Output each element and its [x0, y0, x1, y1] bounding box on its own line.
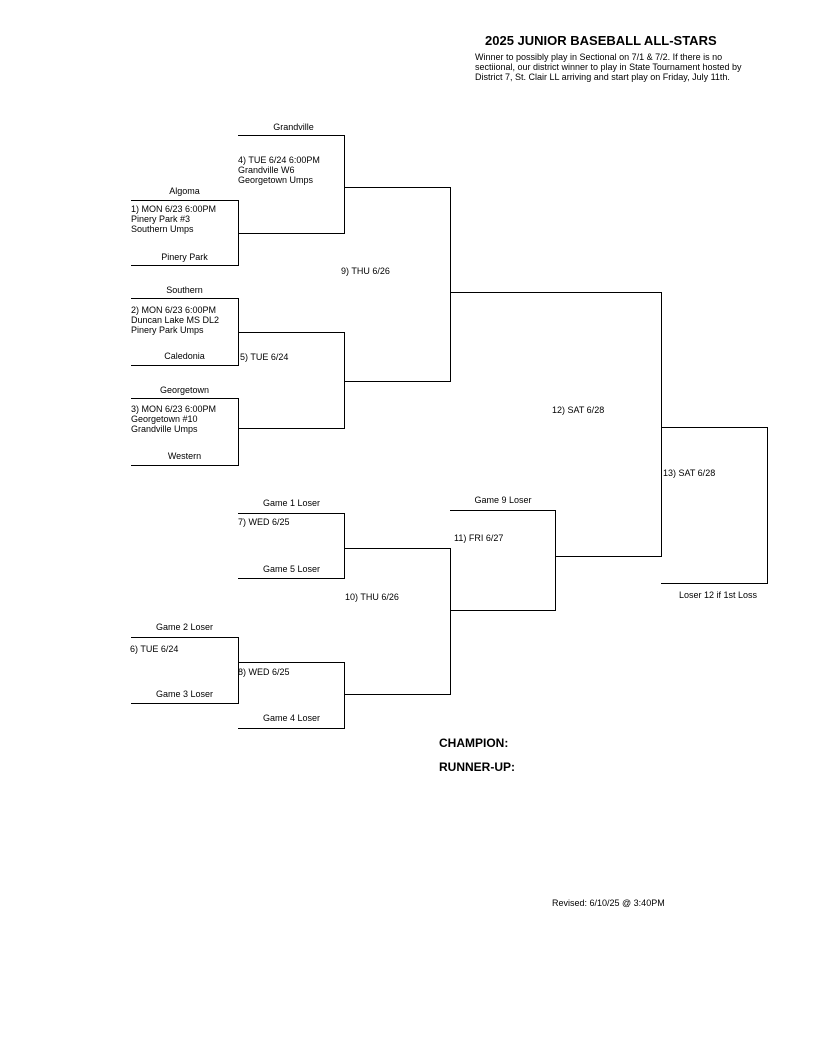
tournament-note: Winner to possibly play in Sectional on …	[475, 52, 742, 82]
game-10-label: 10) THU 6/26	[345, 592, 399, 602]
slot-game-9-loser: Game 9 Loser	[474, 495, 532, 505]
game-4-umps: Georgetown Umps	[238, 175, 314, 185]
bracket-line	[661, 427, 768, 428]
bracket-line	[661, 292, 662, 557]
revised-timestamp: Revised: 6/10/25 @ 3:40PM	[552, 898, 665, 908]
game-5-label: 5) TUE 6/24	[240, 352, 289, 362]
page-title: 2025 JUNIOR BASEBALL ALL-STARS	[485, 33, 717, 48]
game-13-label: 13) SAT 6/28	[663, 468, 716, 478]
game-2-field: Duncan Lake MS DL2	[131, 315, 220, 325]
slot-game-5-loser: Game 5 Loser	[262, 564, 321, 574]
bracket-line	[131, 465, 238, 466]
bracket-line	[661, 583, 768, 584]
game-1-time: 1) MON 6/23 6:00PM	[131, 204, 217, 214]
bracket-line	[344, 662, 345, 729]
bracket-line	[238, 428, 345, 429]
bracket-line	[344, 187, 450, 188]
game-1-details: 1) MON 6/23 6:00PM Pinery Park #3 Southe…	[131, 204, 216, 234]
bracket-line	[131, 398, 238, 399]
bracket-line	[555, 510, 556, 611]
team-grandville: Grandville	[273, 122, 314, 132]
bracket-line	[450, 510, 556, 511]
team-georgetown: Georgetown	[159, 385, 210, 395]
team-western: Western	[167, 451, 202, 461]
bracket-line	[238, 135, 345, 136]
bracket-line	[344, 513, 345, 579]
game-9-label: 9) THU 6/26	[341, 266, 390, 276]
game-2-umps: Pinery Park Umps	[131, 325, 204, 335]
bracket-line	[344, 332, 345, 429]
game-3-umps: Grandville Umps	[131, 424, 198, 434]
bracket-line	[344, 381, 450, 382]
bracket-line	[131, 265, 238, 266]
bracket-line	[131, 298, 238, 299]
game-6-label: 6) TUE 6/24	[130, 644, 179, 654]
bracket-line	[238, 662, 345, 663]
game-11-label: 11) FRI 6/27	[454, 533, 504, 543]
game-4-field: Grandville W6	[238, 165, 295, 175]
bracket-line	[131, 703, 238, 704]
team-caledonia: Caledonia	[164, 351, 205, 361]
bracket-line	[238, 728, 345, 729]
slot-game-2-loser: Game 2 Loser	[155, 622, 214, 632]
team-pinery-park: Pinery Park	[161, 252, 208, 262]
bracket-line	[238, 637, 239, 704]
bracket-line	[238, 513, 345, 514]
game-2-time: 2) MON 6/23 6:00PM	[131, 305, 217, 315]
game-4-time: 4) TUE 6/24 6:00PM	[238, 155, 320, 165]
bracket-line	[767, 427, 768, 584]
bracket-line	[131, 200, 238, 201]
bracket-line	[450, 610, 556, 611]
bracket-line	[450, 548, 451, 695]
game-3-time: 3) MON 6/23 6:00PM	[131, 404, 217, 414]
bracket-line	[344, 694, 451, 695]
bracket-line	[344, 135, 345, 234]
slot-game-4-loser: Game 4 Loser	[262, 713, 321, 723]
slot-game-1-loser: Game 1 Loser	[262, 498, 321, 508]
champion-label: CHAMPION:	[439, 736, 509, 750]
game-4-details: 4) TUE 6/24 6:00PM Grandville W6 Georget…	[238, 155, 320, 185]
bracket-line	[131, 365, 238, 366]
game-12-label: 12) SAT 6/28	[552, 405, 605, 415]
team-southern: Southern	[166, 285, 203, 295]
bracket-line	[344, 548, 451, 549]
team-algoma: Algoma	[169, 186, 200, 196]
game-1-field: Pinery Park #3	[131, 214, 191, 224]
slot-game-3-loser: Game 3 Loser	[155, 689, 214, 699]
game-8-label: 8) WED 6/25	[238, 667, 290, 677]
game-7-label: 7) WED 6/25	[238, 517, 290, 527]
bracket-line	[238, 398, 239, 466]
bracket-line	[450, 187, 451, 382]
game-3-field: Georgetown #10	[131, 414, 198, 424]
game-1-umps: Southern Umps	[131, 224, 194, 234]
bracket-line	[238, 332, 345, 333]
slot-loser-12: Loser 12 if 1st Loss	[679, 590, 758, 600]
game-3-details: 3) MON 6/23 6:00PM Georgetown #10 Grandv…	[131, 404, 216, 434]
runner-up-label: RUNNER-UP:	[439, 760, 515, 774]
bracket-line	[556, 556, 662, 557]
bracket-line	[131, 637, 238, 638]
bracket-line	[238, 578, 345, 579]
game-2-details: 2) MON 6/23 6:00PM Duncan Lake MS DL2 Pi…	[131, 305, 219, 335]
bracket-line	[238, 233, 345, 234]
bracket-line	[450, 292, 662, 293]
